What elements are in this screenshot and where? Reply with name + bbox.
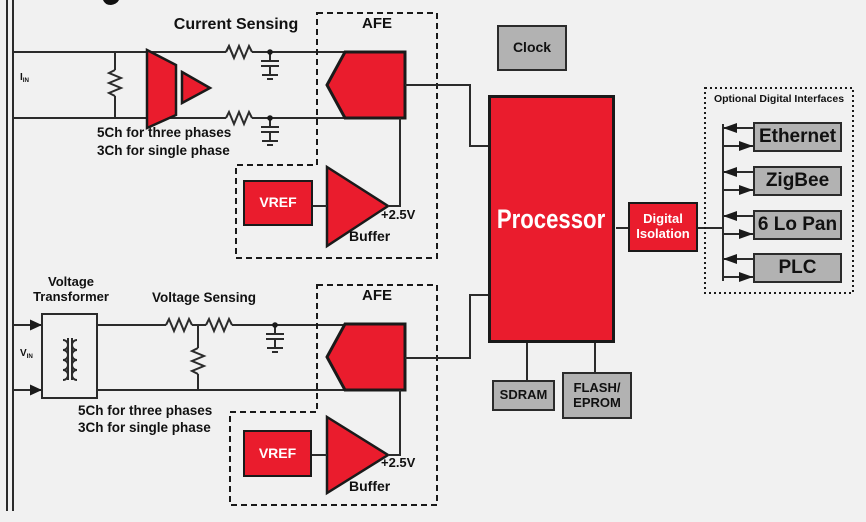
voltage-transformer-label: Voltage Transformer (33, 274, 109, 304)
afe-bottom-title: AFE (362, 287, 392, 304)
processor-label: Processor (497, 203, 606, 234)
clock-block: Clock (497, 25, 567, 71)
afe-top-internals (313, 50, 488, 249)
filter-capacitor (261, 118, 279, 146)
interface-block-ethernet: Ethernet (753, 122, 842, 152)
vout-label-top: +2.5V (381, 207, 416, 222)
interface-block-plc: PLC (753, 253, 842, 283)
vout-label-bottom: +2.5V (381, 455, 416, 470)
vref-block-bottom: VREF (243, 430, 312, 477)
filter-capacitor (266, 325, 284, 353)
current-sensing-wires (13, 43, 345, 146)
afe-top-title: AFE (362, 15, 392, 32)
divider-resistor (189, 347, 207, 375)
optional-interfaces-title: Optional Digital Interfaces (713, 93, 845, 105)
series-resistor (225, 43, 253, 61)
processor-connections (526, 227, 723, 380)
series-resistor (165, 316, 193, 334)
voltage-sensing-title: Voltage Sensing (151, 290, 257, 305)
mains-bus-lines (6, 0, 14, 511)
series-resistor (225, 109, 253, 127)
adc-pentagon-bottom (325, 322, 407, 392)
buffer-label-bottom: Buffer (349, 478, 391, 494)
vin-label: VIN (20, 348, 33, 360)
processor-block: Processor (488, 95, 615, 343)
input-arrow (30, 384, 42, 396)
voltage-sensing-wires (13, 316, 345, 396)
digital-isolation-block: Digital Isolation (628, 202, 698, 252)
buffer-label-top: Buffer (349, 228, 391, 244)
interface-block-zigbee: ZigBee (753, 166, 842, 196)
adc-pentagon-top (325, 50, 407, 120)
series-resistor (205, 316, 233, 334)
afe-top-dashed-box (235, 12, 438, 259)
shunt-resistor (106, 69, 124, 97)
filter-capacitor (261, 52, 279, 80)
vref-block-top: VREF (243, 180, 313, 226)
current-channel-note: 5Ch for three phases 3Ch for single phas… (97, 125, 232, 158)
afe-bottom-internals (312, 294, 488, 496)
sdram-block: SDRAM (492, 380, 555, 411)
optional-interfaces-dotted-box (704, 87, 854, 294)
input-arrow (30, 319, 42, 331)
current-sensing-title: Current Sensing (173, 16, 299, 33)
interface-bus-and-arrows (722, 123, 753, 282)
flash-eprom-block: FLASH/ EPROM (562, 372, 632, 419)
interface-block-6lopan: 6 Lo Pan (753, 210, 842, 240)
cropped-text-artifact (103, 0, 119, 5)
afe-bottom-dashed-box (229, 284, 438, 506)
voltage-transformer-icon (41, 313, 98, 399)
current-amplifier-icon (145, 47, 213, 130)
iin-label: IIN (20, 72, 29, 84)
voltage-channel-note: 5Ch for three phases 3Ch for single phas… (78, 403, 213, 435)
